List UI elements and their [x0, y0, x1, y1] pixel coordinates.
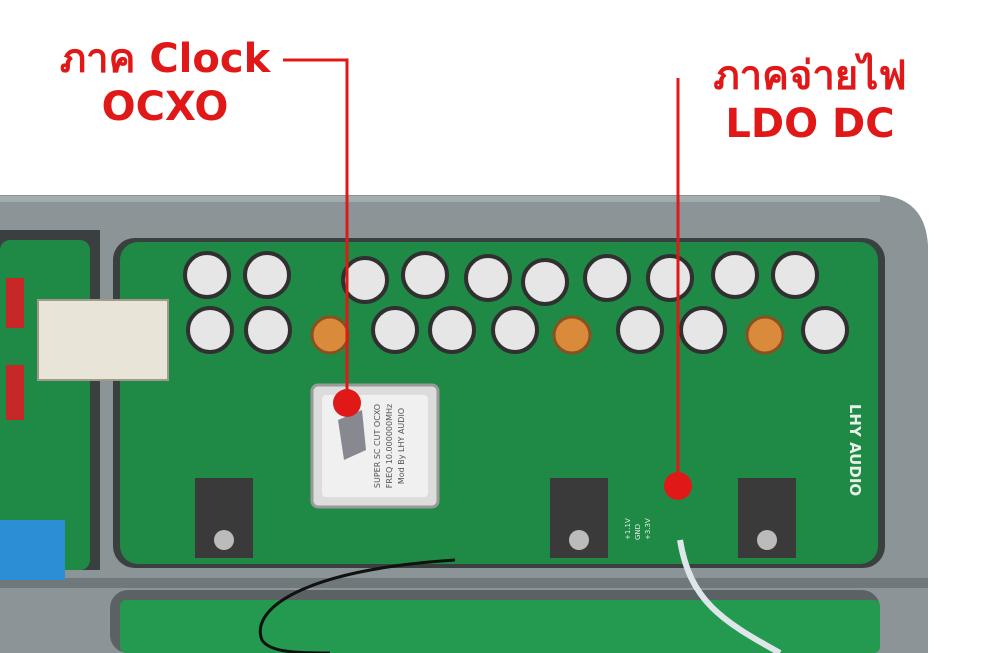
heatsink — [0, 520, 65, 580]
power-annotation-line1: ภาคจ่ายไฟ — [713, 53, 907, 99]
capacitor-row-top — [183, 251, 819, 306]
inductors — [310, 315, 785, 355]
cable — [258, 558, 456, 653]
power-annotation: ภาคจ่ายไฟ LDO DC — [690, 52, 930, 148]
pin-label-3v3: +3.3V — [644, 518, 652, 540]
ribbon-connector — [37, 299, 169, 381]
brand-silkscreen: LHY AUDIO — [846, 404, 864, 496]
power-annotation-line2: LDO DC — [725, 101, 895, 147]
clock-annotation-line2: OCXO — [101, 84, 229, 130]
pin-label-1v1: +1.1V — [624, 518, 632, 540]
clock-annotation: ภาค Clock OCXO — [50, 35, 280, 131]
svg-text:Mod By LHY AUDIO: Mod By LHY AUDIO — [397, 408, 406, 484]
power-marker-dot — [664, 472, 692, 500]
clock-marker-dot — [333, 389, 361, 417]
lower-pcb — [120, 600, 880, 653]
ldo-regulators — [195, 478, 796, 558]
svg-text:FREQ 10.000000MHz: FREQ 10.000000MHz — [385, 404, 394, 488]
enclosure-edge-highlight — [0, 196, 880, 202]
pin-label-gnd: GND — [634, 524, 642, 540]
ocxo-label-text: SUPER SC CUT OCXO — [373, 404, 382, 488]
capacitor-row-bottom — [186, 306, 849, 354]
clock-annotation-line1: ภาค Clock — [59, 36, 271, 82]
